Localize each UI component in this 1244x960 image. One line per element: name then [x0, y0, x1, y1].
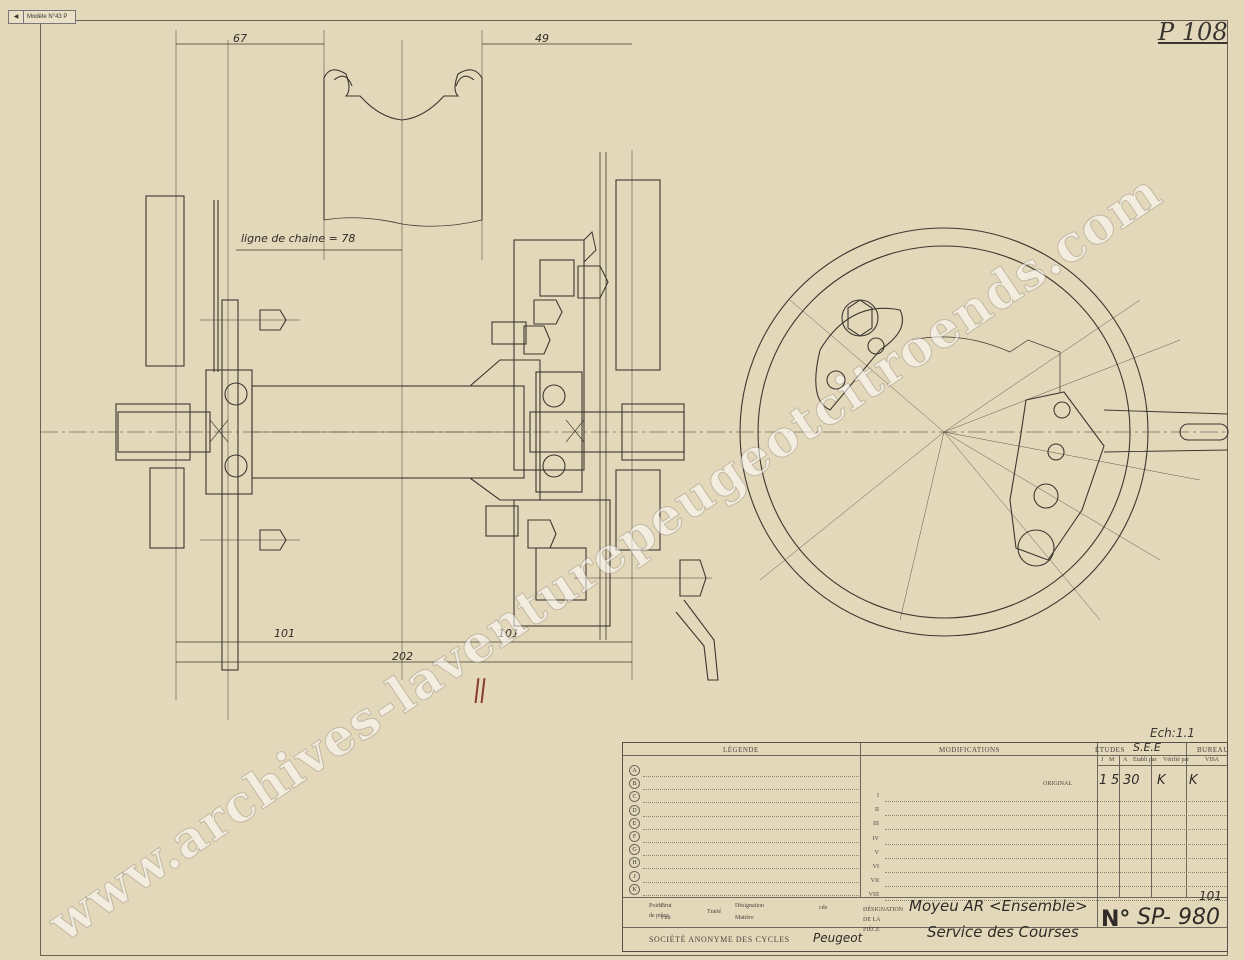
drawing-frame — [40, 20, 1228, 956]
modifications-header: MODIFICATIONS — [939, 746, 1000, 754]
bureau-header: BUREAU — [1197, 746, 1229, 754]
modification-row-6: VI — [872, 864, 879, 870]
col-m: M — [1109, 757, 1115, 763]
date-month: 5 — [1111, 773, 1120, 788]
etabli-par: Etabli par — [1133, 757, 1157, 763]
modification-row-5: V — [874, 849, 879, 856]
legend-item-e: E — [629, 817, 640, 829]
cde-label: cde — [819, 905, 828, 911]
chain-line-label: ligne de chaine = 78 — [241, 232, 356, 245]
dimension-202: 202 — [392, 650, 413, 663]
legend-item-h: H — [629, 857, 640, 869]
original-label: ORIGINAL — [1043, 781, 1072, 787]
brut-label: Brut — [661, 903, 672, 909]
model-tab: ◀Modèle N°43 P — [8, 10, 76, 24]
fini-label: Fini — [661, 915, 671, 921]
modification-row-4: IV — [872, 835, 879, 842]
drawing-number: SP- 980 — [1137, 905, 1220, 930]
dimension-49: 49 — [535, 32, 549, 45]
page-number: P 108 — [1158, 18, 1228, 46]
initials-etabli: K — [1157, 773, 1166, 788]
legende-header: LÉGENDE — [723, 746, 759, 754]
designation-piece-label: DÉSIGNATION DE LA PIÈCE — [863, 907, 903, 933]
scale-label: Ech:1.1 — [1150, 726, 1195, 740]
designation-label: Désignation — [735, 903, 764, 909]
verifie-par: Vérifié par — [1163, 757, 1190, 763]
legend-item-k: K — [629, 883, 640, 895]
piece-name: Moyeu AR <Ensemble> — [909, 897, 1088, 915]
initials-verifie: K — [1189, 773, 1198, 788]
dimension-101-right: 101 — [498, 627, 519, 640]
modification-row-7: VII — [870, 878, 879, 885]
etudes-header: ÉTUDES — [1095, 746, 1125, 754]
title-block: LÉGENDE MODIFICATIONS ÉTUDES S.E.E BUREA… — [622, 741, 1229, 952]
modification-row-1: I — [877, 793, 879, 799]
dimension-67: 67 — [233, 32, 247, 45]
date-year: 30 — [1123, 773, 1140, 788]
model-ref: Modèle N°43 P — [27, 14, 68, 20]
brand-logo: Peugeot — [813, 931, 863, 945]
legend-item-b: B — [629, 778, 640, 790]
piece-service: Service des Courses — [927, 923, 1079, 941]
de-piece-label: de pièce — [649, 913, 669, 919]
modification-row-2: II — [875, 807, 879, 814]
modification-row-8: VIII — [868, 892, 879, 899]
modification-row-3: III — [873, 821, 879, 828]
legend-item-j: J — [629, 870, 640, 882]
company-name: SOCIÉTÉ ANONYME DES CYCLES — [649, 935, 790, 944]
col-j: J — [1101, 757, 1104, 763]
date-day: 1 — [1099, 773, 1108, 788]
traite-label: Traité — [707, 909, 722, 915]
poids-label: Poids — [649, 903, 663, 909]
matiere-label: Matière — [735, 915, 754, 921]
etudes-code: S.E.E — [1133, 741, 1161, 754]
legend-item-d: D — [629, 804, 640, 816]
legend-item-a: A — [629, 765, 640, 776]
col-a: A — [1123, 757, 1128, 763]
legend-item-g: G — [629, 844, 640, 856]
dimension-101-left: 101 — [274, 627, 295, 640]
legend-item-f: F — [629, 831, 640, 842]
arrow-icon: ◀ — [9, 11, 24, 23]
drawing-number-note: 101 — [1199, 889, 1222, 903]
legend-item-c: C — [629, 791, 640, 803]
number-prefix: N° — [1101, 907, 1131, 932]
visa-header: VISA — [1205, 757, 1220, 763]
red-mark: II — [474, 672, 487, 712]
